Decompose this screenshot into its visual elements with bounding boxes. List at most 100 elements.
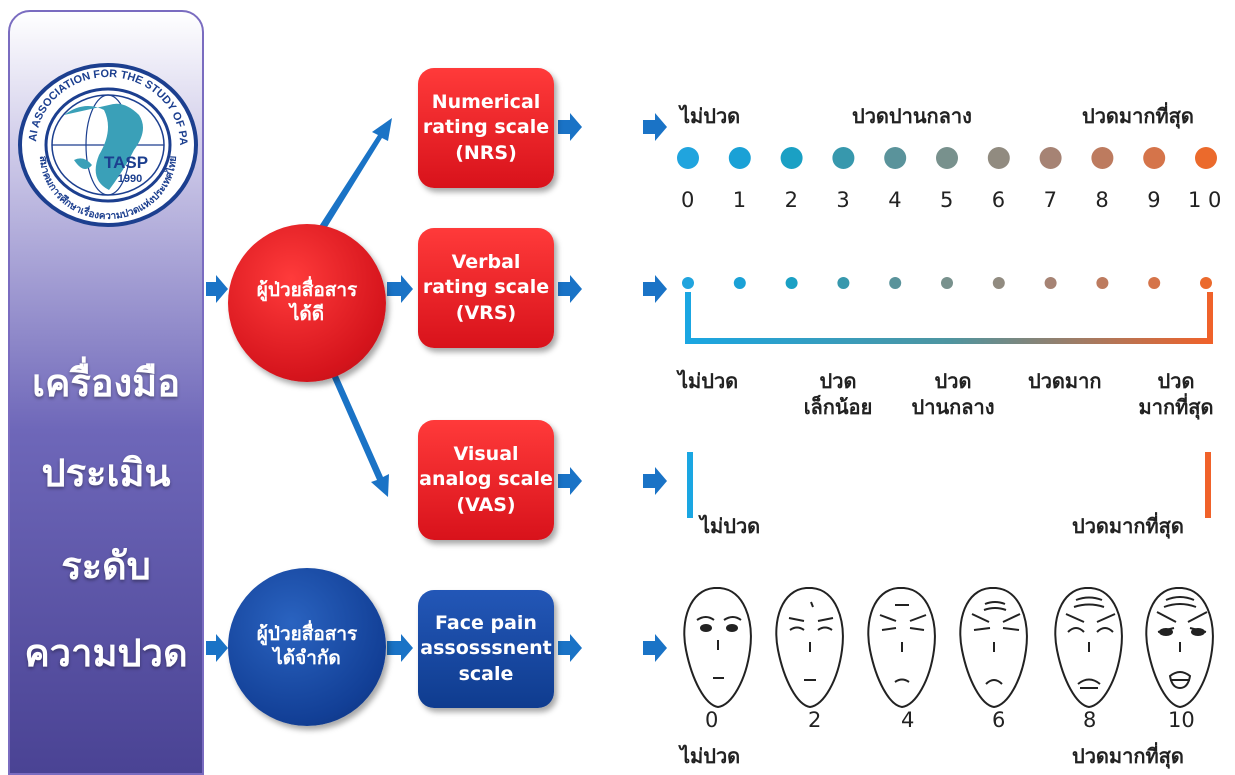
- vrs-l3-line-1: ปวดมาก: [1028, 369, 1102, 393]
- nrs-label-worst: ปวดมากที่สุด: [1082, 104, 1194, 128]
- box-face-line-2: assosssnent: [420, 637, 552, 660]
- box-vrs-line-3: (VRS): [455, 301, 517, 324]
- nrs-dot-1: [728, 147, 751, 169]
- vrs-dot-4: [889, 277, 902, 289]
- vrs-label-3: ปวดมาก: [1028, 368, 1101, 394]
- face-10-icon: [1145, 587, 1214, 709]
- arrow-vrs-out: [558, 275, 582, 303]
- box-nrs-line-2: rating scale: [422, 116, 550, 139]
- vas-label-worst: ปวดมากที่สุด: [1072, 514, 1184, 538]
- vrs-dot-7: [1044, 277, 1057, 289]
- nrs-number-7: 7: [1043, 188, 1057, 212]
- box-face-line-1: Face pain: [435, 611, 537, 634]
- tasp-logo: THAI ASSOCIATION FOR THE STUDY OF PAIN ส…: [14, 60, 198, 227]
- nrs-label-none: ไม่ปวด: [680, 104, 741, 128]
- nrs-dot-0: [677, 147, 699, 169]
- vrs-dot-1: [733, 277, 746, 289]
- vrs-label-2: ปวดปานกลาง: [900, 368, 1006, 420]
- vrs-bracket: [685, 292, 1213, 344]
- box-vas-line-2: analog scale: [419, 468, 553, 491]
- vrs-l4-line-2: มากที่สุด: [1138, 395, 1214, 419]
- group-limited-label: ผู้ป่วยสื่อสารได้จำกัด: [257, 623, 357, 671]
- box-vrs-line-2: rating scale: [422, 276, 550, 299]
- box-face-line-3: scale: [458, 662, 514, 685]
- vas-label-none: ไม่ปวด: [700, 514, 761, 538]
- vrs-dot-6: [992, 277, 1005, 289]
- nrs-dots: [677, 147, 1217, 169]
- face-number-4: 4: [901, 708, 915, 732]
- vrs-dot-0: [682, 277, 694, 289]
- face-label-none: ไม่ปวด: [680, 744, 741, 768]
- scale-box-vas: Visual analog scale(VAS): [418, 420, 554, 540]
- vrs-label-0: ไม่ปวด: [678, 368, 738, 394]
- nrs-dot-4: [884, 147, 907, 169]
- face-label-worst: ปวดมากที่สุด: [1072, 744, 1184, 768]
- scale-box-vrs: Verbal rating scale(VRS): [418, 228, 554, 348]
- sidebar-title-line-2: ประเมิน: [41, 451, 171, 495]
- arrow-vrs-scale: [643, 275, 667, 303]
- group-good-label: ผู้ป่วยสื่อสารได้ดี: [257, 279, 357, 327]
- vrs-l1-line-1: ปวด: [819, 369, 857, 393]
- scale-vas-label: Visual analog scale(VAS): [419, 442, 553, 519]
- scale-box-nrs: Numerical rating scale(NRS): [418, 68, 554, 188]
- vrs-label-1: ปวดเล็กน้อย: [790, 368, 886, 420]
- vrs-dot-8: [1096, 277, 1109, 289]
- nrs-number-3: 3: [836, 188, 850, 212]
- face-2-icon: [775, 587, 844, 709]
- nrs-number-2: 2: [784, 188, 798, 212]
- scale-vrs-label: Verbal rating scale(VRS): [423, 250, 549, 327]
- box-nrs-line-3: (NRS): [455, 141, 517, 164]
- nrs-number-9: 9: [1147, 188, 1161, 212]
- face-number-8: 8: [1083, 708, 1097, 732]
- branch-arrow-vas: [318, 344, 389, 497]
- group-good-communication: ผู้ป่วยสื่อสารได้ดี: [228, 224, 386, 382]
- nrs-number-1: 1: [732, 188, 747, 212]
- arrow-face-out: [558, 634, 582, 662]
- box-vas-line-3: (VAS): [456, 493, 516, 516]
- nrs-dot-8: [1091, 147, 1114, 169]
- scale-nrs-label: Numerical rating scale(NRS): [423, 90, 549, 167]
- arrow-face-scale: [643, 634, 667, 662]
- box-nrs-line-1: Numerical: [431, 90, 541, 113]
- arrow-nrs-out: [558, 113, 582, 141]
- grp-good-line-1: ผู้ป่วยสื่อสาร: [256, 279, 358, 302]
- face-number-10: 10: [1168, 708, 1195, 732]
- face-number-0: 0: [705, 708, 719, 732]
- face-6-icon: [959, 587, 1028, 709]
- sidebar-title-line-3: ระดับ: [61, 544, 151, 588]
- arrow-to-limited: [206, 634, 228, 662]
- face-4-icon: [867, 587, 936, 709]
- vrs-dot-10: [1200, 277, 1212, 289]
- nrs-dot-10: [1195, 147, 1217, 169]
- vrs-l0-line-1: ไม่ปวด: [678, 369, 739, 393]
- box-vrs-line-1: Verbal: [451, 250, 521, 273]
- vrs-dots: [682, 277, 1212, 289]
- grp-good-line-2: ได้ดี: [289, 303, 325, 325]
- logo-abbr: TASP: [104, 153, 148, 172]
- nrs-dot-2: [780, 147, 803, 169]
- arrow-nrs-scale: [643, 113, 667, 141]
- vrs-l1-line-2: เล็กน้อย: [803, 395, 873, 419]
- nrs-dot-3: [832, 147, 855, 169]
- nrs-number-5: 5: [940, 188, 954, 212]
- logo-year: 1990: [118, 173, 142, 185]
- sidebar-title-line-4: ความปวด: [24, 631, 188, 675]
- grp-limited-line-2: ได้จำกัด: [273, 647, 341, 669]
- box-vas-line-1: Visual: [453, 442, 519, 465]
- grp-limited-line-1: ผู้ป่วยสื่อสาร: [256, 623, 358, 646]
- face-number-6: 6: [992, 708, 1006, 732]
- nrs-dot-5: [936, 147, 958, 169]
- nrs-label-moderate: ปวดปานกลาง: [852, 104, 972, 128]
- faces-group: [683, 587, 1214, 709]
- vrs-label-4: ปวดมากที่สุด: [1122, 368, 1230, 420]
- vrs-dot-5: [941, 277, 953, 289]
- nrs-number-6: 6: [991, 188, 1006, 212]
- vrs-l4-line-1: ปวด: [1157, 369, 1195, 393]
- vrs-dot-9: [1148, 277, 1161, 289]
- nrs-dot-9: [1143, 147, 1166, 169]
- face-8-icon: [1054, 587, 1123, 709]
- branch-arrow-nrs: [318, 118, 392, 232]
- arrow-vas-scale: [643, 467, 667, 495]
